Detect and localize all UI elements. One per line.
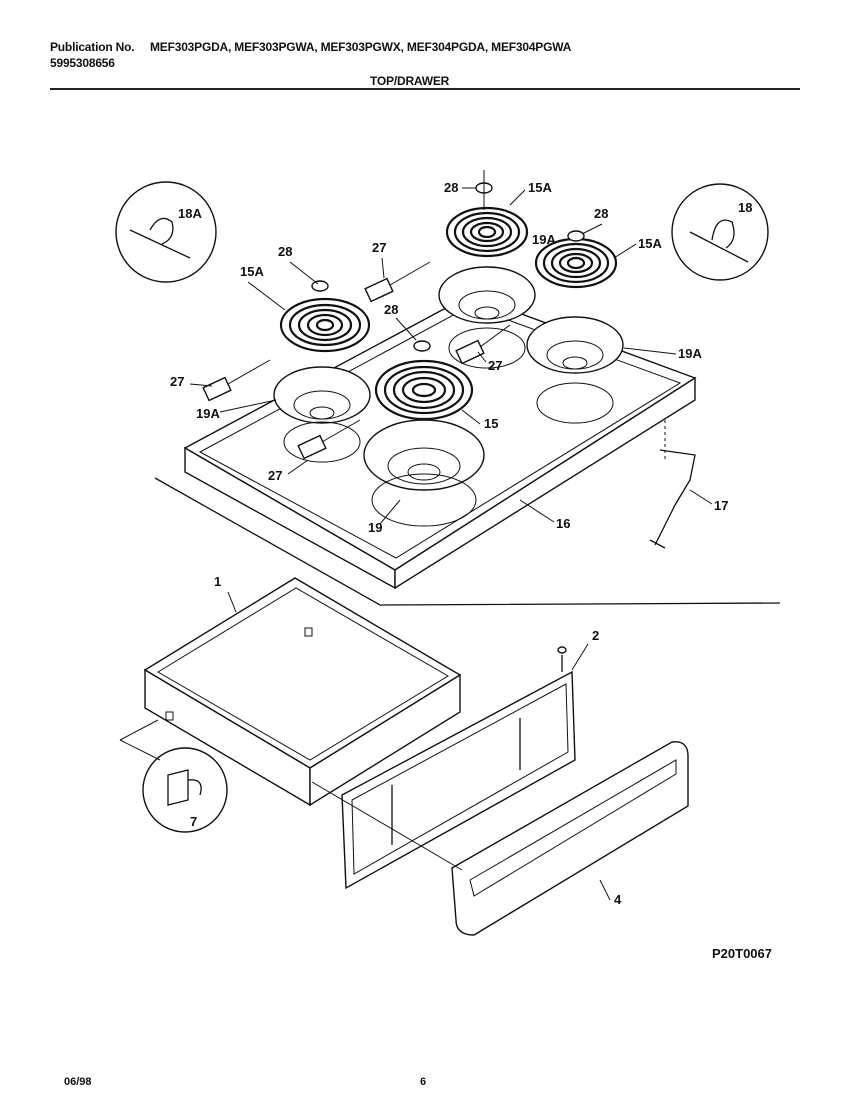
callout-15a-top: 15A — [528, 180, 552, 195]
element-back-right — [534, 237, 618, 289]
callout-18a: 18A — [178, 206, 202, 221]
model-list: MEF303PGDA, MEF303PGWA, MEF303PGWX, MEF3… — [150, 40, 572, 54]
callout-28-center: 28 — [384, 302, 398, 317]
callout-2: 2 — [592, 628, 599, 643]
element-front-large — [374, 359, 474, 421]
callout-19a-left: 19A — [196, 406, 220, 421]
callout-27-center: 27 — [488, 358, 502, 373]
footer-page: 6 — [420, 1076, 427, 1088]
callout-27-left: 27 — [170, 374, 184, 389]
receptacles — [202, 261, 511, 460]
callout-27-front: 27 — [268, 468, 282, 483]
callout-15a-right: 15A — [638, 236, 662, 251]
drawer-front — [311, 741, 689, 936]
header-rule — [50, 88, 800, 90]
drip-bowls — [273, 266, 624, 527]
surface-elements — [279, 206, 618, 421]
callout-15a-left: 15A — [240, 264, 264, 279]
callout-27-top: 27 — [372, 240, 386, 255]
element-back-left — [279, 297, 371, 353]
diagram-code: P20T0067 — [712, 946, 772, 961]
publication-label: Publication No. — [50, 40, 135, 54]
detail-circle-18a — [115, 181, 217, 283]
drawer-body — [143, 577, 462, 807]
callout-19: 19 — [368, 520, 382, 535]
callout-28-right: 28 — [594, 206, 608, 221]
callout-labels: 18A 18 28 15A 28 27 19A 15A 28 15A 28 27… — [170, 180, 752, 907]
footer-date: 06/98 — [64, 1076, 92, 1088]
detail-circle-18 — [671, 183, 769, 281]
leg-leveler — [649, 449, 696, 549]
section-title: TOP/DRAWER — [370, 74, 450, 88]
callout-17: 17 — [714, 498, 728, 513]
trim-rings — [311, 170, 585, 352]
leader-lines — [189, 187, 713, 901]
element-back-center — [445, 206, 529, 258]
callout-1: 1 — [214, 574, 221, 589]
callout-19a-top: 19A — [532, 232, 556, 247]
callout-7: 7 — [190, 814, 197, 829]
callout-28-left: 28 — [278, 244, 292, 259]
callout-16: 16 — [556, 516, 570, 531]
callout-19a-right: 19A — [678, 346, 702, 361]
callout-28-top: 28 — [444, 180, 458, 195]
publication-number: 5995308656 — [50, 56, 115, 70]
callout-18: 18 — [738, 200, 752, 215]
callout-4: 4 — [614, 892, 622, 907]
detail-circle-7 — [119, 719, 228, 833]
callout-15: 15 — [484, 416, 498, 431]
